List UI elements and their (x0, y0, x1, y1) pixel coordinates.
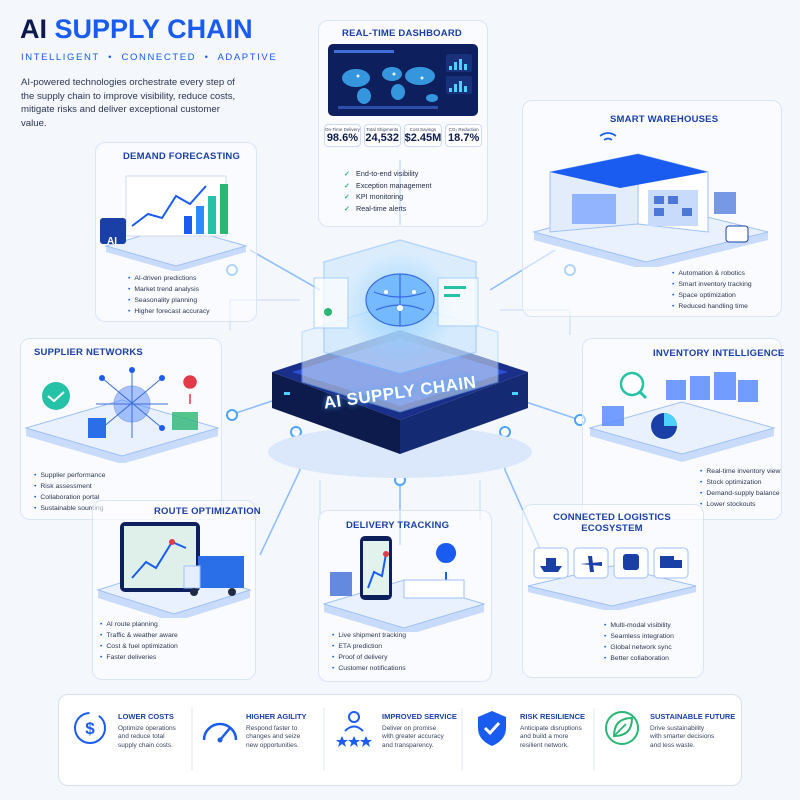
benefits-bar (58, 694, 742, 786)
plane-icon (580, 556, 602, 572)
check-item: KPI monitoring (344, 191, 432, 203)
customer-stars-icon (336, 711, 372, 747)
supplier-title: SUPPLIER NETWORKS (34, 347, 143, 358)
demand-bullets: AI-driven predictions Market trend analy… (128, 273, 209, 317)
intro-text: AI-powered technologies orchestrate ever… (21, 77, 236, 129)
svg-text:$: $ (85, 719, 95, 738)
benefit-text-risk-resilience: RISK RESILIENCE Anticipate disruptions a… (520, 712, 586, 749)
location-pin-icon (183, 375, 197, 404)
title-ai: AI (20, 14, 47, 44)
kpi-cost-savings: Cost Savings $2.45M (403, 124, 443, 147)
logistics-bullets: Multi-modal visibility Seamless integrat… (604, 620, 673, 664)
page-title: AI SUPPLY CHAIN (20, 14, 253, 45)
robot-icon (725, 225, 749, 243)
check-item: Real-time alerts (344, 203, 432, 215)
kpi-on-time: On-Time Delivery 98.6% (324, 124, 361, 147)
tagline: INTELLIGENT • CONNECTED • ADAPTIVE (21, 52, 278, 63)
check-item: Exception management (344, 180, 432, 192)
kpi-co2: CO₂ Reduction 18.7% (445, 124, 483, 147)
ai-core-illustration (268, 239, 532, 478)
magnifier-icon (619, 371, 645, 397)
benefit-risk-resilience (474, 708, 510, 753)
logistics-illustration (527, 547, 697, 610)
inventory-title: INVENTORY INTELLIGENCE (653, 348, 785, 359)
warehouse-bullets: Automation & robotics Smart inventory tr… (672, 268, 751, 312)
kpi-shipments: Total Shipments 24,532 (363, 124, 401, 147)
title-supply-chain: SUPPLY CHAIN (54, 14, 253, 44)
route-bullets: AI route planning Traffic & weather awar… (100, 619, 177, 663)
ai-chip-label: AI (107, 236, 117, 247)
brain-icon (365, 273, 435, 327)
inventory-illustration (588, 371, 776, 462)
forecast-bars (184, 184, 228, 234)
logistics-title: CONNECTED LOGISTICS ECOSYSTEM (553, 512, 671, 534)
speedometer-icon (202, 722, 238, 743)
forecast-line (131, 185, 207, 227)
inventory-bullets: Real-time inventory view Stock optimizat… (700, 466, 780, 510)
truck-icon (198, 556, 244, 588)
benefit-text-improved-service: IMPROVED SERVICE Deliver on promise with… (382, 712, 457, 749)
kpi-row: On-Time Delivery 98.6% Total Shipments 2… (324, 124, 483, 147)
transport-modes (533, 547, 689, 579)
check-item: End-to-end visibility (344, 168, 432, 180)
network-globe (96, 370, 168, 438)
world-map-chart (334, 50, 472, 109)
route-illustration (96, 522, 252, 618)
handshake-icon (42, 382, 70, 410)
ship-icon (540, 558, 562, 572)
benefit-higher-agility (200, 710, 240, 751)
location-pin-icon (436, 543, 457, 584)
delivery-title: DELIVERY TRACKING (346, 520, 450, 531)
shield-check-icon (478, 711, 506, 746)
route-title: ROUTE OPTIMIZATION (154, 506, 261, 517)
trailer-icon (403, 579, 465, 599)
benefit-text-lower-costs: LOWER COSTS Optimize operations and redu… (118, 712, 176, 749)
wifi-icon (599, 132, 617, 141)
leaf-icon (605, 711, 639, 745)
warehouse-illustration (532, 132, 769, 267)
warehouse-title: SMART WAREHOUSES (610, 114, 719, 125)
dashboard-checklist: End-to-end visibility Exception manageme… (344, 168, 432, 214)
dashboard-screen (328, 44, 478, 116)
benefit-sustainable-future (604, 708, 640, 753)
benefit-text-sustainable-future: SUSTAINABLE FUTURE Drive sustainability … (650, 712, 736, 749)
train-icon (623, 554, 639, 570)
benefit-text-higher-agility: HIGHER AGILITY Respond faster to changes… (246, 712, 307, 749)
benefit-dividers (191, 708, 595, 770)
delivery-bullets: Live shipment tracking ETA prediction Pr… (332, 630, 406, 674)
delivery-illustration (322, 536, 486, 632)
truck-icon (660, 556, 674, 568)
ai-chip-icon (100, 218, 126, 244)
dashboard-title: REAL-TIME DASHBOARD (342, 28, 462, 39)
benefit-lower-costs: $ (72, 710, 108, 751)
demand-title: DEMAND FORECASTING (123, 151, 241, 162)
benefit-improved-service (334, 708, 374, 753)
demand-illustration (100, 175, 248, 271)
supplier-illustration (24, 367, 220, 463)
supplier-bullets: Supplier performance Risk assessment Col… (34, 470, 105, 514)
dollar-cycle-icon: $ (74, 712, 106, 744)
